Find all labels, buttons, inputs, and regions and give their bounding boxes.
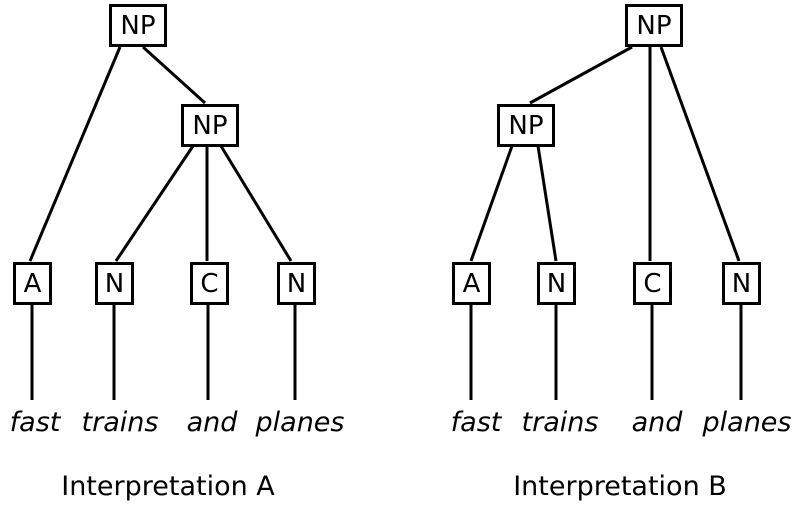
edge-a-root-to-a <box>28 46 122 262</box>
caption-interpretation-a: Interpretation A <box>61 471 275 502</box>
word-and: and <box>631 407 683 438</box>
leaf-node-c: C <box>633 262 672 305</box>
word-planes: planes <box>255 407 345 438</box>
edge-b-inner-to-n1 <box>536 145 558 262</box>
edge-a-root-to-inner <box>141 45 207 105</box>
leaf-node-n1: N <box>537 262 576 305</box>
leaf-node-a: A <box>452 262 491 305</box>
leaf-node-a: A <box>13 262 52 305</box>
leaf-node-n1: N <box>95 262 134 305</box>
tree-a-edges <box>28 45 297 400</box>
np-root-node: NP <box>109 4 167 47</box>
edge-b-root-to-inner <box>529 45 633 105</box>
leaf-node-n2: N <box>722 262 761 305</box>
word-fast: fast <box>450 407 502 438</box>
edge-a-inner-to-n1 <box>114 145 195 262</box>
word-planes: planes <box>702 407 792 438</box>
np-inner-node: NP <box>497 104 555 147</box>
word-trains: trains <box>521 407 599 438</box>
np-inner-node: NP <box>181 104 239 147</box>
edge-b-root-to-n2 <box>659 46 741 262</box>
edge-a-inner-to-n2 <box>219 145 293 262</box>
word-and: and <box>186 407 238 438</box>
caption-interpretation-b: Interpretation B <box>513 471 727 502</box>
leaf-node-n2: N <box>277 262 316 305</box>
word-trains: trains <box>81 407 159 438</box>
tree-b-edges <box>469 45 743 400</box>
np-root-node: NP <box>625 4 683 47</box>
edge-b-inner-to-a <box>469 145 514 262</box>
word-fast: fast <box>9 407 61 438</box>
leaf-node-c: C <box>190 262 229 305</box>
